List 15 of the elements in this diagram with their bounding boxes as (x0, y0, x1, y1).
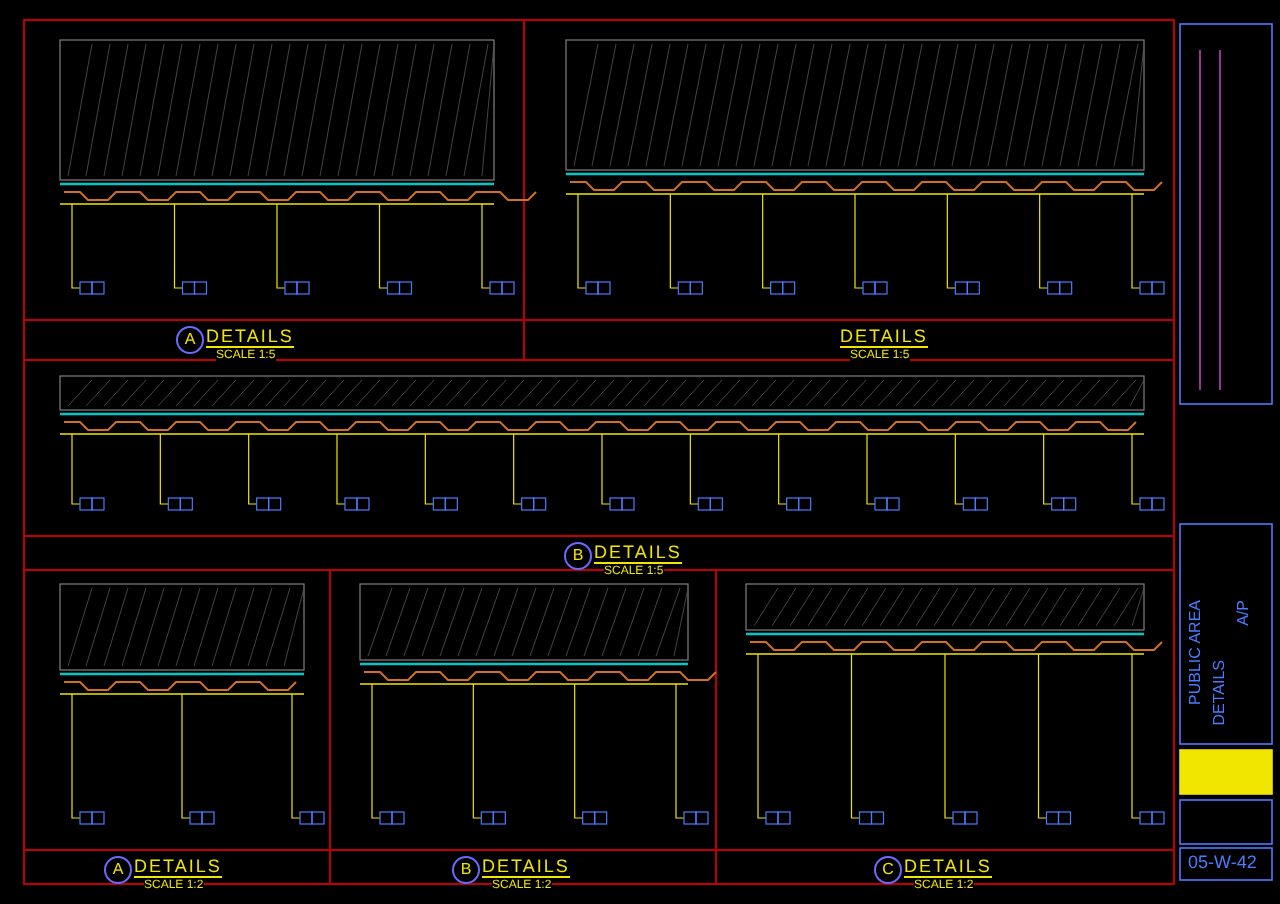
area-name: PUBLIC AREA (1188, 600, 1204, 705)
detail-title: DETAILS (134, 858, 222, 878)
detail-bubble: A (104, 856, 132, 884)
detail-bubble: B (564, 542, 592, 570)
detail-bubble: B (452, 856, 480, 884)
detail-title: DETAILS (594, 544, 682, 564)
drawing-title: DETAILS (1212, 660, 1228, 726)
detail-title: DETAILS (206, 328, 294, 348)
detail-bubble: A (176, 326, 204, 354)
drawing-code: A/P (1236, 600, 1252, 626)
detail-title: DETAILS (904, 858, 992, 878)
detail-title: DETAILS (482, 858, 570, 878)
sheet-number: 05-W-42 (1188, 854, 1257, 872)
detail-title: DETAILS (840, 328, 928, 348)
detail-bubble: C (874, 856, 902, 884)
